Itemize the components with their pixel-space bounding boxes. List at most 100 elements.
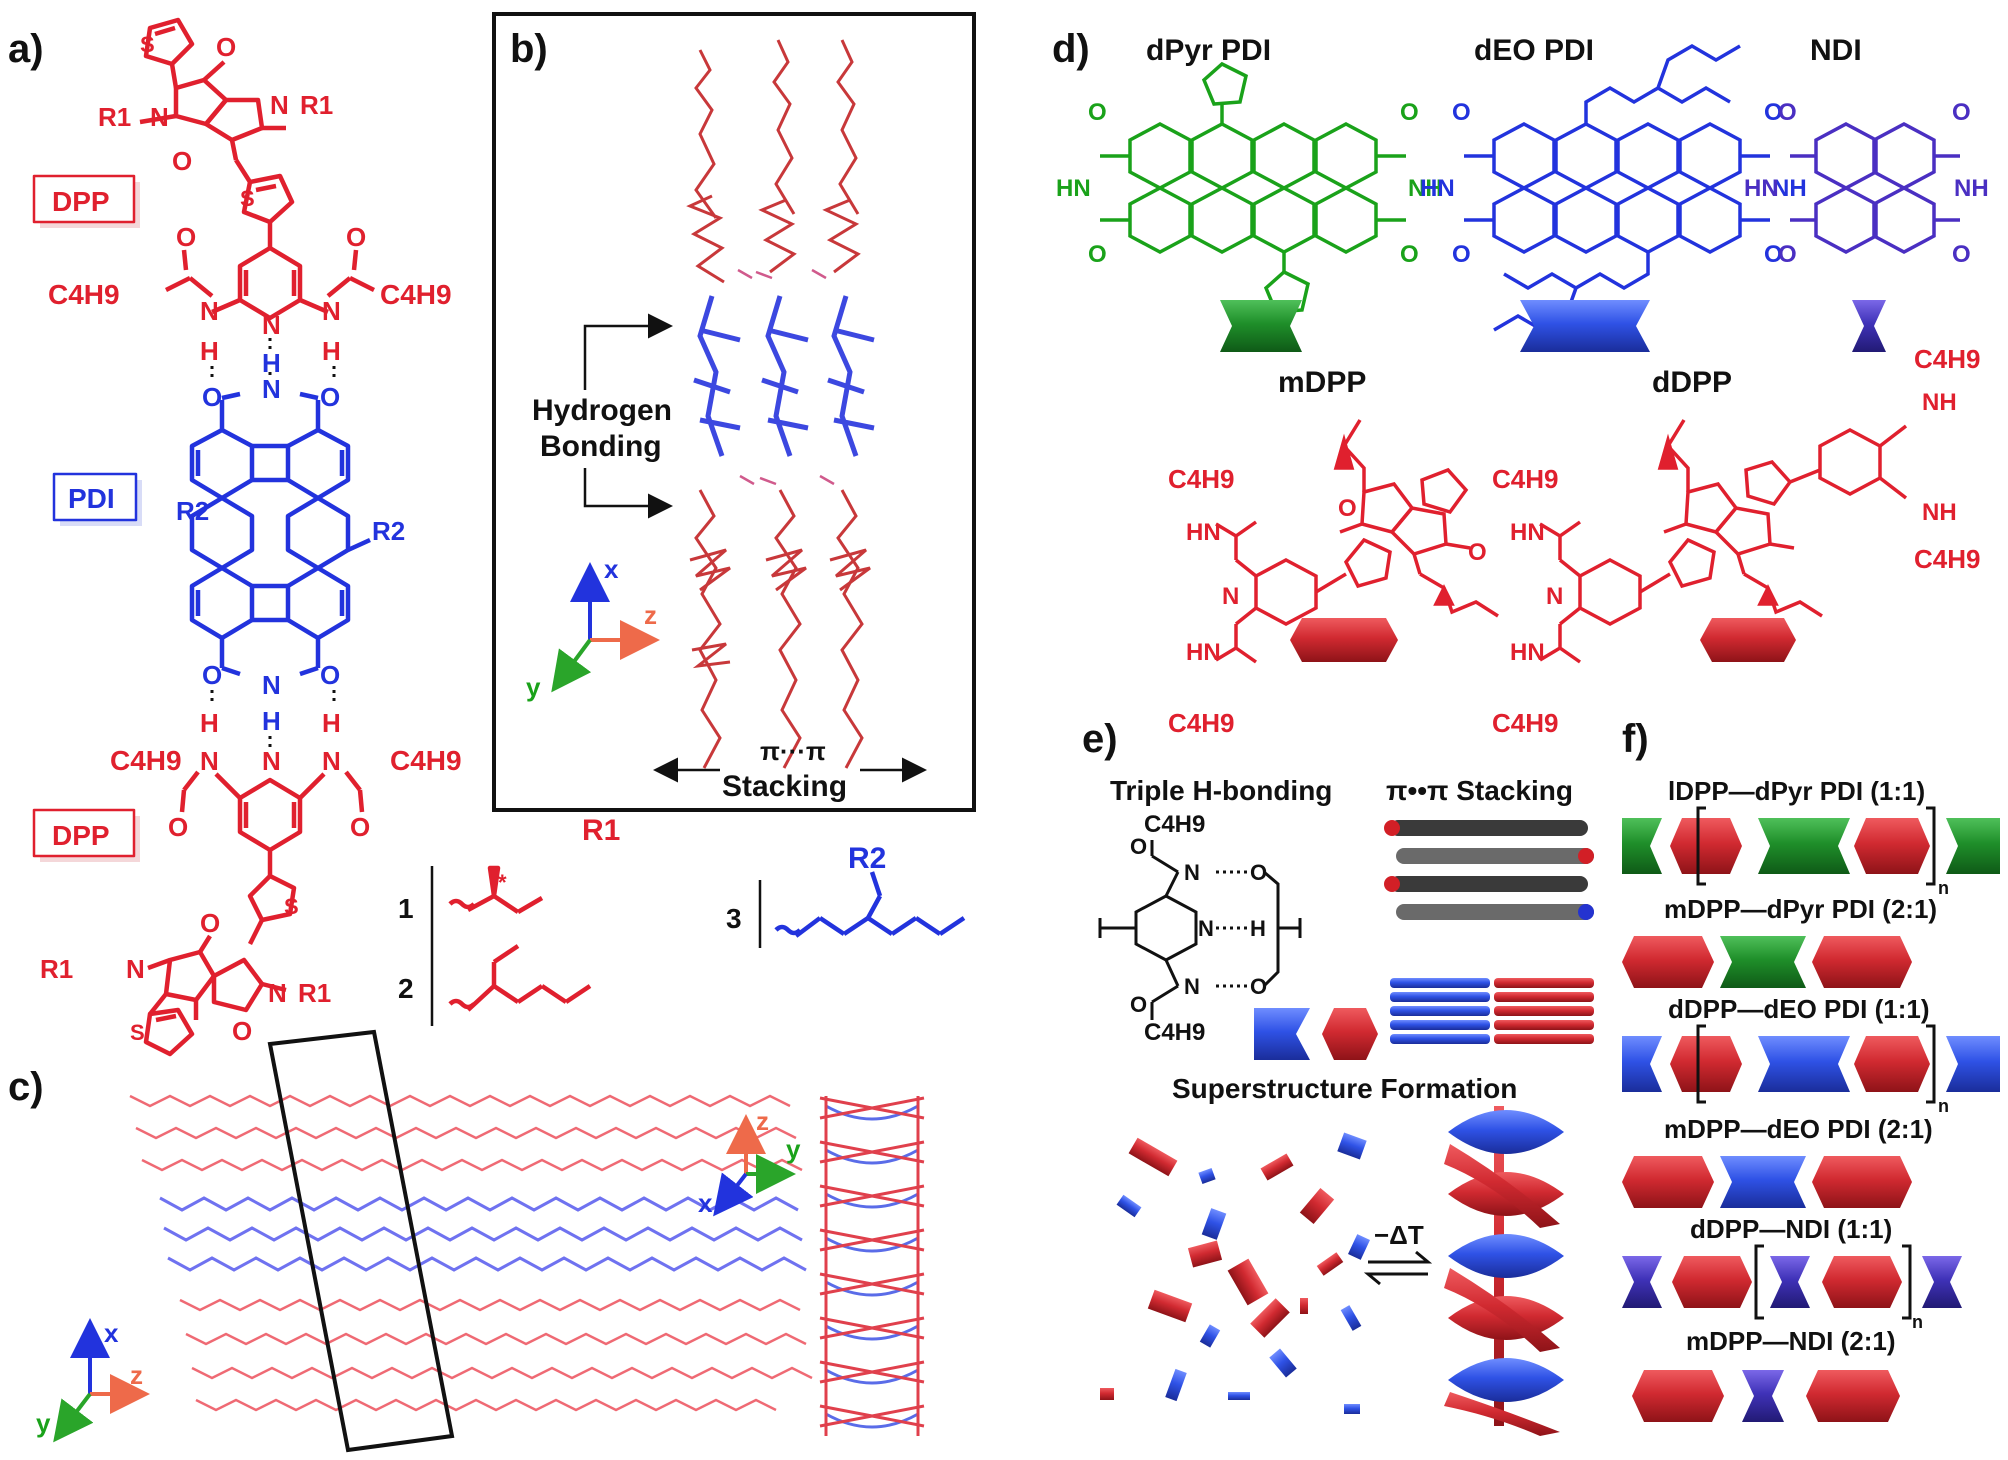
atom-h-top-l: H — [200, 336, 219, 366]
r1-dpp-bot-1: R1 — [40, 954, 73, 984]
atom-s-3: S — [284, 894, 299, 919]
atom-n-pyr-bot: N — [262, 746, 281, 776]
molecule-columns — [686, 39, 875, 769]
panel-c-packing: x z y z y x — [36, 1029, 925, 1453]
ddpp-n-pyr: N — [1546, 583, 1563, 610]
dpp-label-box-bottom — [32, 808, 136, 858]
label-mdpp: mDPP — [1278, 366, 1366, 399]
atom-s-bottom: S — [130, 1020, 145, 1045]
mdpp-n-pyr: N — [1222, 583, 1239, 610]
ddpp-c4h9-top-right: C4H9 — [1914, 344, 1980, 374]
mdpp-o-2: O — [1468, 539, 1487, 566]
atom-h-imide-bottom: H — [262, 706, 281, 736]
atom-h-bot-r: H — [322, 708, 341, 738]
ddpp-c4h9-top-left: C4H9 — [1492, 464, 1558, 494]
unit-cell-box — [267, 1029, 455, 1453]
f-row4-block-1 — [1622, 1156, 1714, 1208]
atom-o-dpp-bot-2: O — [232, 1016, 252, 1046]
mdpp-hn-bottom: HN — [1186, 639, 1221, 666]
e-nh-2: N — [1184, 974, 1200, 999]
block-mdpp — [1290, 618, 1398, 662]
r2-left: R2 — [176, 496, 209, 526]
atom-n-pdi-top: N — [262, 374, 281, 404]
f-row2-block-1 — [1622, 936, 1714, 988]
e-c4h9-top: C4H9 — [1144, 811, 1205, 838]
atom-n-amide-bot-r: N — [322, 746, 341, 776]
ddpp-structure — [1539, 419, 1908, 664]
atom-s-2: S — [240, 186, 255, 211]
atom-o-pdi-1: O — [202, 382, 222, 412]
f-row3-block-5 — [1946, 1036, 2000, 1092]
e-c4h9-bottom: C4H9 — [1144, 1019, 1205, 1046]
label-dpyr-pdi: dPyr PDI — [1146, 34, 1271, 67]
f-row1-bracket-left — [1696, 806, 1706, 886]
axis-label-x-b: x — [604, 554, 619, 584]
f-row1-block-2 — [1670, 818, 1742, 874]
f-row5-block-4 — [1822, 1256, 1902, 1308]
atom-h-bot-l: H — [200, 708, 219, 738]
mdpp-structure — [1215, 419, 1499, 664]
substituent-num-1: 1 — [398, 893, 414, 924]
substituent-num-2: 2 — [398, 973, 414, 1004]
ddpp-c4h9-bottom-left: C4H9 — [1492, 708, 1558, 738]
ddpp-c4h9-bottom-right: C4H9 — [1914, 544, 1980, 574]
f-row1-block-3 — [1758, 818, 1850, 874]
f-row2-block-3 — [1812, 936, 1912, 988]
atom-n-pdi-bottom: N — [262, 670, 281, 700]
f-row5-label: dDPP—NDI (1:1) — [1690, 1214, 1892, 1244]
atom-n-dpp-top-2: N — [150, 102, 169, 132]
f-row6-block-2 — [1742, 1370, 1784, 1422]
pyridine-ring-top — [164, 245, 376, 321]
deo-o-2: O — [1452, 241, 1471, 268]
f-row5-bracket-left — [1754, 1244, 1764, 1320]
axis-label-x-c2: x — [698, 1188, 713, 1218]
label-ndi: NDI — [1810, 34, 1862, 67]
pdi-label: PDI — [68, 483, 115, 514]
e-o-1: O — [1130, 834, 1147, 859]
ndi-o-2: O — [1778, 241, 1797, 268]
dpyr-o-3: O — [1400, 99, 1419, 126]
label-delta-t: −ΔT — [1374, 1220, 1424, 1250]
hbonds-bottom — [210, 690, 336, 752]
deo-pdi-structure — [1464, 43, 1770, 333]
ddpp-nh-top: NH — [1922, 389, 1957, 416]
axis-label-z-c: z — [130, 1360, 143, 1390]
hbond-label-1: Hydrogen — [532, 394, 672, 427]
atom-n-dpp-bot-1: N — [126, 954, 145, 984]
f-row1-block-5 — [1946, 818, 2000, 874]
packing-lattice — [129, 1094, 813, 1412]
dpyr-hn: HN — [1056, 175, 1091, 202]
pyridine-ring-bottom — [179, 770, 365, 876]
f-row1-sub-n: n — [1938, 878, 1949, 898]
column-1 — [686, 49, 731, 769]
f-row1-bracket-right — [1926, 806, 1936, 886]
e-o-4: O — [1250, 974, 1267, 999]
f-row3-label: dDPP—dEO PDI (1:1) — [1668, 994, 1929, 1024]
hbond-arrow-bottom — [583, 468, 673, 519]
atom-o-dpp-bot-1: O — [200, 908, 220, 938]
ndi-o-4: O — [1952, 241, 1971, 268]
deo-nh: NH — [1772, 175, 1807, 202]
substituent-header-r1: R1 — [582, 814, 620, 847]
label-ddpp: dDPP — [1652, 366, 1732, 399]
f-row3-block-4 — [1854, 1036, 1930, 1092]
ndi-o-1: O — [1778, 99, 1797, 126]
thiophene-ring-3 — [247, 873, 297, 946]
stacking-label-b: Stacking — [722, 770, 847, 803]
pdi-core — [189, 391, 371, 677]
mdpp-hn-top: HN — [1186, 519, 1221, 546]
axis-label-z-b: z — [644, 600, 657, 630]
lattice-bottom-red — [179, 1298, 813, 1412]
f-row3-block-3 — [1758, 1036, 1850, 1092]
f-row5-bracket-right — [1902, 1244, 1912, 1320]
panel-label-c: c) — [8, 1065, 44, 1109]
label-pi-stacking: π••π Stacking — [1386, 775, 1573, 806]
atom-n-dpp-bot-2: N — [268, 978, 287, 1008]
ddpp-hn-bottom: HN — [1510, 639, 1545, 666]
panel-b-crystal-structure: Hydrogen Bonding x z y π···π Stacking — [492, 12, 976, 812]
atom-o-pdi-3: O — [202, 660, 222, 690]
f-row3-sub-n: n — [1938, 1096, 1949, 1116]
dpp-core-bottom — [147, 934, 287, 1020]
axis-x-c2 — [713, 1172, 754, 1217]
